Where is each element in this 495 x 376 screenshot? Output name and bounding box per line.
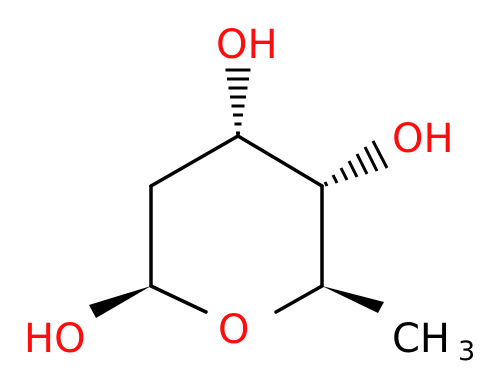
hydroxyl-left-label: HO (24, 316, 86, 362)
ring-bonds (149, 134, 324, 314)
hashed-bond-top-oh (225, 68, 251, 135)
bond-c2-ring-oxygen (274, 284, 324, 314)
ring-oxygen-label: O (218, 307, 249, 353)
methyl-subscript: 3 (458, 336, 475, 367)
wedge-bond-methyl (322, 286, 384, 313)
hydroxyl-right-label: OH (392, 116, 454, 162)
bond-ring-oxygen-c6 (149, 284, 208, 314)
methyl-label: CH (392, 316, 450, 362)
bond-c4-c3 (236, 134, 324, 188)
bond-c5-c4 (149, 134, 240, 188)
wedge-bond-left-ho (89, 286, 151, 318)
hydroxyl-top-label: OH (216, 22, 278, 68)
hashed-bond-right-oh (323, 140, 389, 187)
